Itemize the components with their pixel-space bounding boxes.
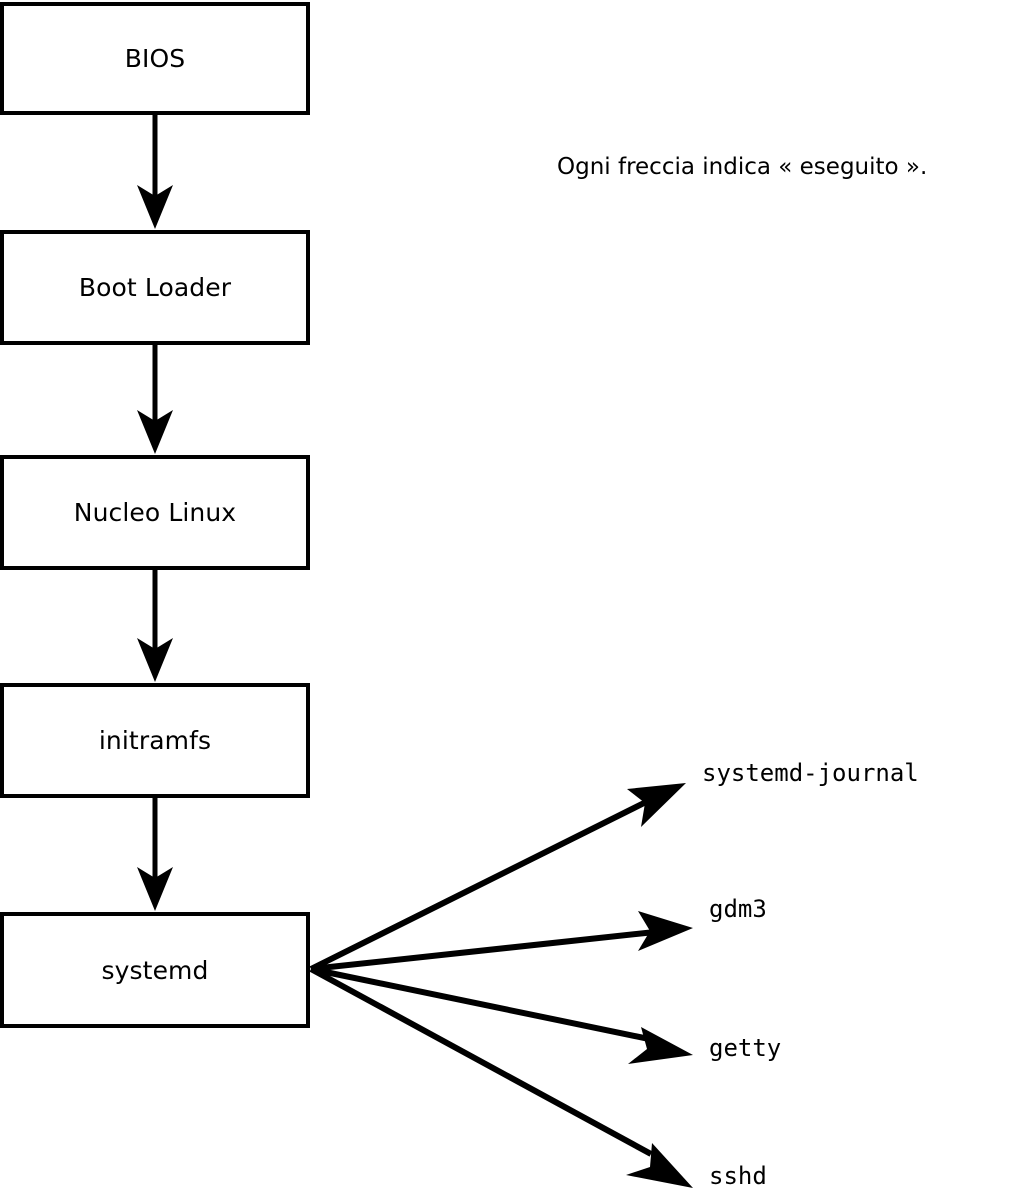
chain-arrow-group [137, 115, 173, 911]
arrow-systemd-to-gdm3 [310, 911, 693, 972]
process-box-bios: BIOS [0, 2, 310, 115]
diagram-caption: Ogni freccia indica « eseguito ». [557, 154, 928, 180]
process-box-boot-loader: Boot Loader [0, 230, 310, 345]
arrow-bios-to-boot-loader [137, 115, 173, 229]
service-label-getty: getty [709, 1034, 782, 1062]
service-label-sshd: sshd [709, 1162, 767, 1190]
process-box-label: systemd [101, 955, 209, 985]
process-box-nucleo-linux: Nucleo Linux [0, 455, 310, 570]
service-label-gdm3: gdm3 [709, 895, 767, 923]
process-box-initramfs: initramfs [0, 683, 310, 798]
arrow-initramfs-to-systemd [137, 798, 173, 911]
process-box-label: initramfs [98, 726, 212, 755]
arrow-systemd-to-sshd [309, 966, 693, 1188]
process-box-label: Nucleo Linux [73, 498, 237, 527]
arrow-nucleo-linux-to-initramfs [137, 570, 173, 682]
process-box-label: Boot Loader [78, 273, 232, 302]
arrow-boot-loader-to-nucleo-linux [137, 345, 173, 454]
arrow-systemd-to-getty [310, 966, 693, 1064]
process-box-systemd: systemd [0, 912, 310, 1028]
arrow-systemd-to-systemd-journal [309, 783, 686, 972]
process-box-label: BIOS [124, 44, 186, 73]
service-label-systemd-journal: systemd-journal [702, 759, 919, 787]
fanout-arrow-group [309, 783, 693, 1188]
